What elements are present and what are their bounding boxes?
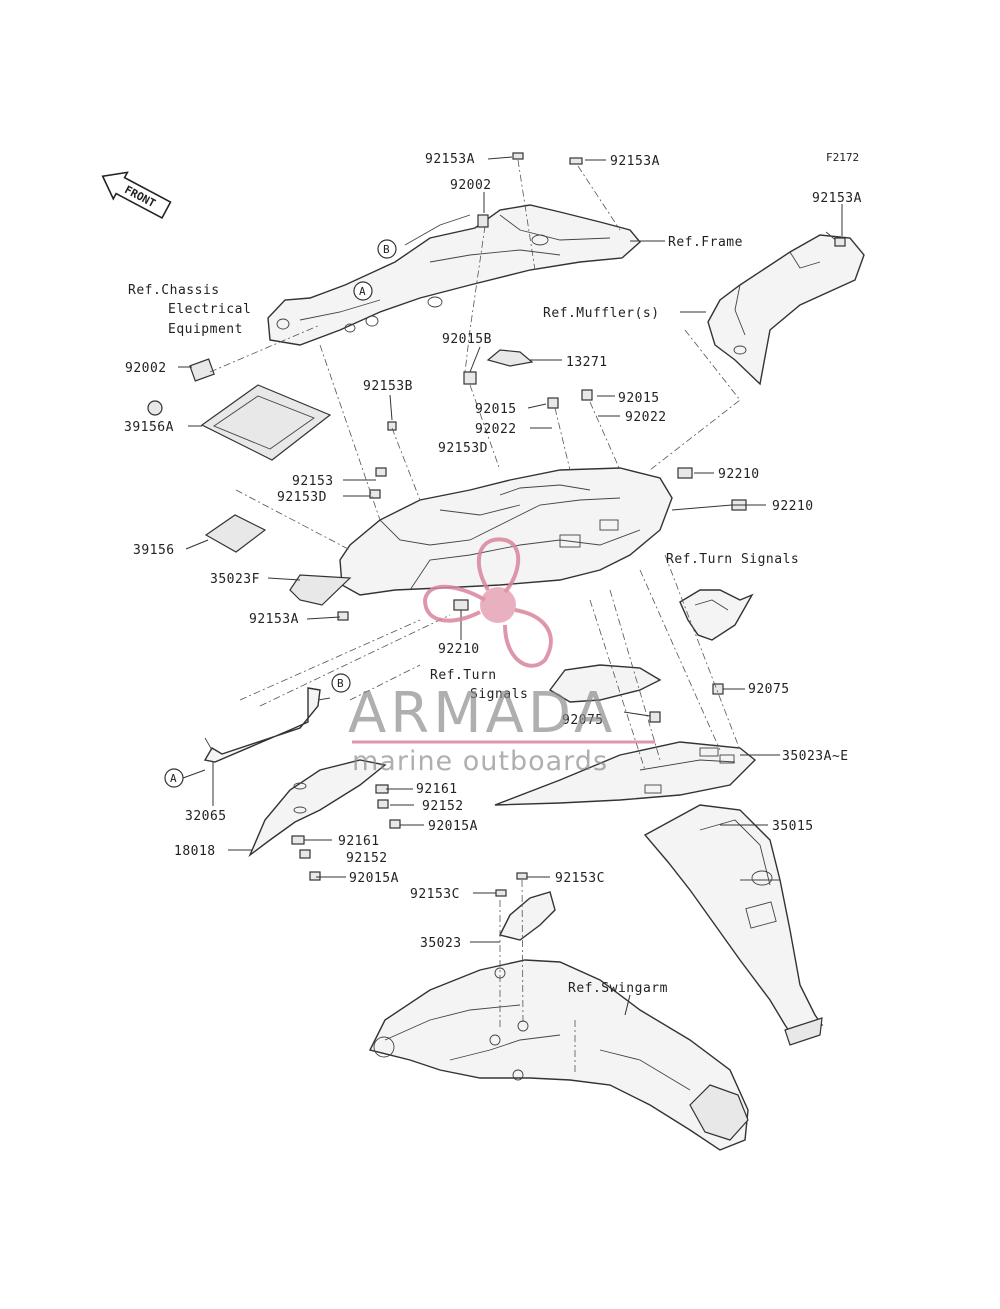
- label-92153a-top-left: 92153A: [425, 152, 475, 167]
- inner-fender-shape: [339, 467, 673, 596]
- marker-a-bottom: A: [164, 768, 184, 788]
- label-92153a-left: 92153A: [249, 612, 299, 627]
- turn-signal-mid-shape: [548, 664, 662, 703]
- watermark-name: ARMADA: [348, 681, 616, 746]
- label-ref-turn-signals-right: Ref.Turn Signals: [666, 552, 799, 567]
- label-92153a-top-right: 92153A: [812, 191, 862, 206]
- marker-b-top: B: [377, 239, 397, 259]
- label-ref-swingarm: Ref.Swingarm: [568, 981, 668, 996]
- svg-text:B: B: [337, 677, 344, 690]
- lower-panel-35023a-e-shape: [494, 741, 757, 806]
- label-92075-mid: 92075: [562, 713, 604, 728]
- rear-frame-shape: [267, 204, 641, 346]
- gasket-39156-shape: [204, 514, 267, 553]
- label-35015: 35015: [772, 819, 814, 834]
- label-92153b: 92153B: [363, 379, 413, 394]
- label-ref-chassis-1: Ref.Chassis: [128, 283, 220, 298]
- label-92022-left: 92022: [475, 422, 517, 437]
- label-ref-chassis-3: Equipment: [168, 322, 243, 337]
- marker-a-top: A: [353, 281, 373, 301]
- bracket-35023f-shape: [289, 574, 352, 606]
- label-92075-right: 92075: [748, 682, 790, 697]
- label-92015-left: 92015: [475, 402, 517, 417]
- label-92015-right: 92015: [618, 391, 660, 406]
- label-92015a-lower: 92015A: [349, 871, 399, 886]
- chain-guard-35023-shape: [498, 891, 556, 941]
- label-92210-bottom: 92210: [438, 642, 480, 657]
- label-ref-chassis-2: Electrical: [168, 302, 251, 317]
- swingarm-shape: [368, 959, 749, 1151]
- marker-b-bottom: B: [331, 673, 351, 693]
- label-ref-turn-1: Ref.Turn: [430, 668, 497, 683]
- label-35023a-e: 35023A~E: [782, 749, 849, 764]
- label-92153d-lower: 92153D: [277, 490, 327, 505]
- label-ref-muffler: Ref.Muffler(s): [543, 306, 660, 321]
- labels: 92153A 92153A 92153A 92002 Ref.Frame Ref…: [124, 152, 862, 996]
- label-13271: 13271: [566, 355, 608, 370]
- label-92015b: 92015B: [442, 332, 492, 347]
- rear-fender-35015-shape: [643, 804, 824, 1046]
- label-32065: 32065: [185, 809, 227, 824]
- turn-signal-right-shape: [679, 589, 754, 641]
- svg-text:A: A: [170, 772, 177, 785]
- label-92002-top: 92002: [450, 178, 492, 193]
- label-ref-turn-2: Signals: [470, 687, 528, 702]
- label-92153: 92153: [292, 474, 334, 489]
- label-92015a-upper: 92015A: [428, 819, 478, 834]
- label-92153d-upper: 92153D: [438, 441, 488, 456]
- muffler-shape: [707, 231, 865, 386]
- diagram-code: F2172: [826, 151, 859, 164]
- label-92210-upper: 92210: [718, 467, 760, 482]
- propeller-icon: [422, 537, 553, 668]
- label-92210-right: 92210: [772, 499, 814, 514]
- label-35023f: 35023F: [210, 572, 260, 587]
- label-ref-frame: Ref.Frame: [668, 235, 743, 250]
- label-39156a: 39156A: [124, 420, 174, 435]
- label-92161-lower: 92161: [338, 834, 380, 849]
- label-92152-lower: 92152: [346, 851, 388, 866]
- svg-text:B: B: [383, 243, 390, 256]
- front-arrow-icon: FRONT: [101, 171, 172, 220]
- label-92022-right: 92022: [625, 410, 667, 425]
- label-35023: 35023: [420, 936, 462, 951]
- gasket-39156a-shape: [200, 384, 332, 461]
- watermark-logo: ARMADA marine outboards: [348, 537, 655, 777]
- label-92153a-top-mid: 92153A: [610, 154, 660, 169]
- leader-lines: [178, 156, 843, 1016]
- label-92153c-left: 92153C: [410, 887, 460, 902]
- side-cover-18018-shape: [248, 759, 387, 858]
- assembly-lines: [209, 159, 741, 1075]
- label-92161-upper: 92161: [416, 782, 458, 797]
- label-39156: 39156: [133, 543, 175, 558]
- label-18018: 18018: [174, 844, 216, 859]
- watermark-tagline: marine outboards: [352, 746, 608, 777]
- label-92002-left: 92002: [125, 361, 167, 376]
- label-92152-upper: 92152: [422, 799, 464, 814]
- label-92153c-right: 92153C: [555, 871, 605, 886]
- bracket-32065-shape: [203, 687, 331, 763]
- svg-text:A: A: [359, 285, 366, 298]
